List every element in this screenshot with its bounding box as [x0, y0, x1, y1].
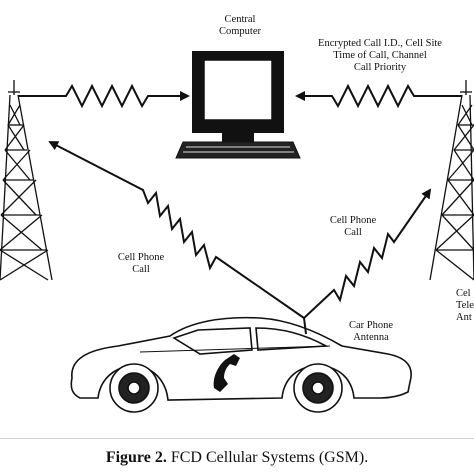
label-right-tower-partial-line3: Ant [456, 312, 472, 323]
figure-caption: Figure 2. FCD Cellular Systems (GSM). [0, 448, 474, 468]
right-cell-tower-icon [429, 80, 474, 281]
label-central-computer: Central Computer [205, 14, 275, 38]
label-cell-phone-call-left-line2: Call [132, 264, 150, 275]
label-car-phone-antenna: Car Phone Antenna [338, 320, 404, 344]
link-car-to-left-tower [48, 141, 305, 319]
label-right-tower-partial: Cel Tele Ant [456, 288, 474, 324]
label-central-computer-line2: Computer [219, 26, 261, 37]
figure-caption-text: FCD Cellular Systems (GSM). [166, 449, 369, 466]
car-icon [70, 316, 412, 413]
label-cell-phone-call-right-line1: Cell Phone [329, 215, 377, 226]
label-cell-phone-call-right: Cell Phone Call [320, 215, 386, 239]
label-car-phone-antenna-line2: Antenna [353, 332, 389, 343]
label-central-computer-line1: Central [224, 14, 256, 25]
label-cell-phone-call-left: Cell Phone Call [108, 252, 174, 276]
label-right-tower-partial-line1: Cel [456, 288, 471, 299]
label-cell-phone-call-right-line2: Call [344, 227, 362, 238]
left-cell-tower-icon [0, 80, 53, 281]
computer-icon [175, 51, 301, 159]
label-car-phone-antenna-line1: Car Phone [348, 320, 394, 331]
label-encrypted-info-line3: Call Priority [353, 62, 407, 73]
label-encrypted-info-line2: Time of Call, Channel [333, 50, 427, 61]
label-encrypted-info: Encrypted Call I.D., Cell Site Time of C… [305, 38, 455, 74]
link-tower-left-to-computer [18, 83, 190, 109]
phone-handset-icon [213, 354, 240, 392]
link-tower-right-to-computer [295, 83, 462, 109]
link-car-to-right-tower [303, 188, 432, 319]
figure-caption-prefix: Figure 2. [105, 449, 167, 466]
label-encrypted-info-line1: Encrypted Call I.D., Cell Site [318, 38, 442, 49]
caption-divider [0, 438, 474, 439]
label-right-tower-partial-line2: Tele [456, 300, 474, 311]
label-cell-phone-call-left-line1: Cell Phone [117, 252, 165, 263]
